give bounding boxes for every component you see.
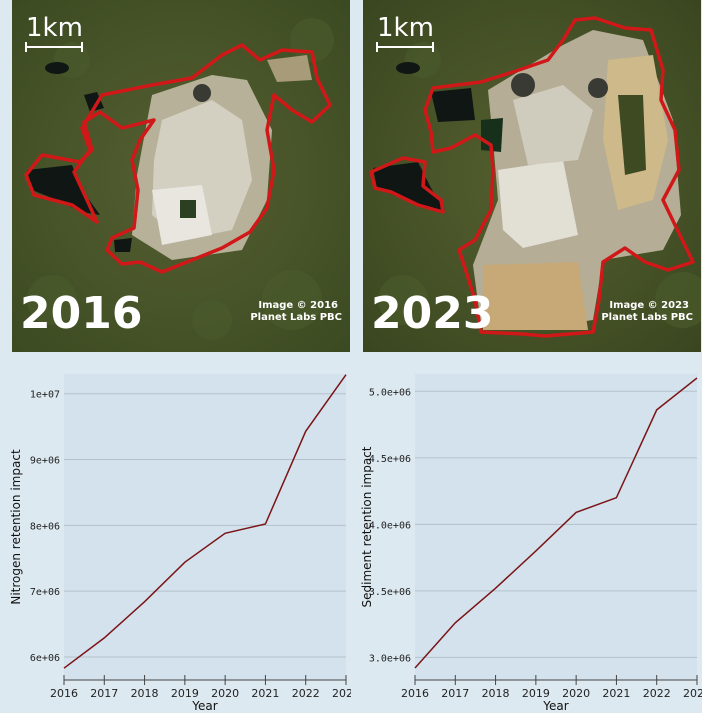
sediment-x-axis-title: Year	[542, 699, 568, 713]
nitrogen-series-line	[63, 374, 347, 669]
credit-line-1: Image © 2016	[258, 300, 338, 311]
scale-bar	[376, 42, 434, 52]
nitrogen-ytick-label: 8e+06	[30, 521, 60, 532]
mine-boundary	[24, 43, 332, 274]
nitrogen-chart-svg: 6e+06 7e+06 8e+06 9e+06 1e+07 2016 2017 2018 201…	[9, 374, 351, 713]
mine-area	[132, 55, 312, 260]
satellite-image-2023: 1km 2023 Image © 2023 Planet Labs PBC	[363, 0, 701, 352]
sediment-y-axis-title: Sediment retention impact	[360, 446, 374, 607]
mine-area	[473, 30, 681, 330]
credit-line-2: Planet Labs PBC	[250, 312, 342, 323]
nitrogen-xtick-label: 2017	[90, 687, 118, 700]
scale-bar	[25, 42, 83, 52]
nitrogen-xtick-label: 2016	[50, 687, 78, 700]
sediment-ytick-label: 4.5e+06	[369, 454, 411, 465]
mine-boundary	[369, 16, 695, 338]
nitrogen-ytick-label: 6e+06	[30, 653, 60, 664]
nitrogen-xtick-label: 2021	[251, 687, 279, 700]
sediment-ytick-label: 4.0e+06	[369, 520, 411, 531]
sediment-xtick-label: 2016	[401, 687, 429, 700]
nitrogen-plot-panel	[64, 374, 346, 680]
sediment-xtick-label: 2020	[562, 687, 590, 700]
sediment-series-line	[414, 377, 698, 669]
nitrogen-xtick-label: 2020	[211, 687, 239, 700]
sediment-ytick-label: 3.0e+06	[369, 653, 411, 664]
year-label: 2016	[20, 288, 142, 339]
nitrogen-xtick-label: 2022	[292, 687, 320, 700]
satellite-image-2016: 1km 2016 Image © 2016 Planet Labs PBC	[12, 0, 350, 352]
nitrogen-chart: 6e+06 7e+06 8e+06 9e+06 1e+07 2016 2017 2018 201…	[6, 362, 351, 713]
sediment-xtick-label: 2018	[482, 687, 510, 700]
nitrogen-y-axis-title: Nitrogen retention impact	[9, 449, 23, 605]
sediment-xtick-label: 2019	[522, 687, 550, 700]
sediment-chart: 3.0e+06 3.5e+06 4.0e+06 4.5e+06 5.0e+06 2016 2…	[357, 362, 702, 713]
nitrogen-x-axis-title: Year	[191, 699, 217, 713]
sediment-xtick-label: 2022	[643, 687, 671, 700]
scale-label: 1km	[26, 13, 83, 43]
nitrogen-ytick-label: 7e+06	[30, 587, 60, 598]
nitrogen-xtick-label: 2018	[131, 687, 159, 700]
forest-texture	[27, 18, 334, 340]
nitrogen-ytick-label: 9e+06	[30, 456, 60, 467]
sediment-ytick-label: 3.5e+06	[369, 587, 411, 598]
sediment-xtick-label: 2017	[441, 687, 469, 700]
year-label: 2023	[371, 288, 493, 339]
sediment-xtick-label: 2021	[602, 687, 630, 700]
sediment-xtick-label: 2023	[683, 687, 702, 700]
nitrogen-ytick-label: 1e+07	[30, 390, 60, 401]
credit-line-1: Image © 2023	[609, 300, 689, 311]
nitrogen-xtick-label: 2023	[332, 687, 351, 700]
nitrogen-xtick-label: 2019	[171, 687, 199, 700]
sediment-chart-svg: 3.0e+06 3.5e+06 4.0e+06 4.5e+06 5.0e+06 2016 2…	[360, 374, 702, 713]
sediment-plot-panel	[415, 374, 697, 680]
scale-label: 1km	[377, 13, 434, 43]
credit-line-2: Planet Labs PBC	[601, 312, 693, 323]
sediment-ytick-label: 5.0e+06	[369, 387, 411, 398]
